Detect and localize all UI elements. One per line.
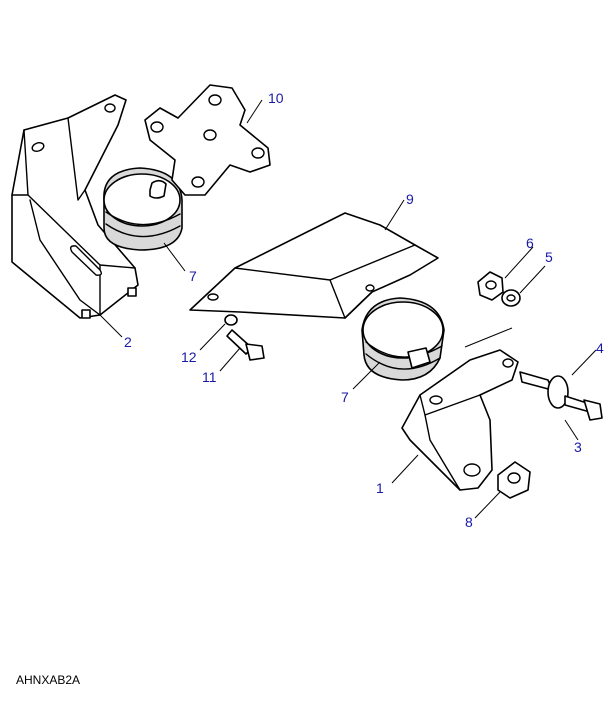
part-bolt-with-washer <box>519 371 603 421</box>
part-rubber-mount-lower <box>361 297 445 381</box>
callout-7-upper: 7 <box>189 268 197 284</box>
callout-10: 10 <box>268 90 284 106</box>
callout-7-lower: 7 <box>341 389 349 405</box>
callout-6: 6 <box>526 235 534 251</box>
part-small-bolt <box>226 329 265 361</box>
leader-lines <box>99 99 597 519</box>
part-washer <box>501 289 521 307</box>
callout-4: 4 <box>596 340 604 356</box>
callout-1: 1 <box>376 480 384 496</box>
part-mounting-plate <box>144 84 271 196</box>
callout-8: 8 <box>465 514 473 530</box>
callout-12: 12 <box>181 349 197 365</box>
callout-labels: 1 2 3 4 5 6 7 7 8 9 10 11 12 <box>124 90 604 530</box>
callout-11: 11 <box>202 369 217 385</box>
part-engine-bracket <box>189 212 439 319</box>
part-lower-bracket <box>401 349 519 491</box>
callout-2: 2 <box>124 334 132 350</box>
callout-5: 5 <box>545 249 553 265</box>
part-rubber-mount-upper <box>103 167 183 251</box>
diagram-reference-code: AHNXAB2A <box>16 673 81 687</box>
part-chassis-bracket <box>11 94 139 319</box>
part-flange-nut <box>497 461 531 499</box>
part-nut <box>477 271 504 301</box>
callout-3: 3 <box>574 439 582 455</box>
callout-9: 9 <box>406 191 414 207</box>
part-spring-washer <box>224 314 238 326</box>
